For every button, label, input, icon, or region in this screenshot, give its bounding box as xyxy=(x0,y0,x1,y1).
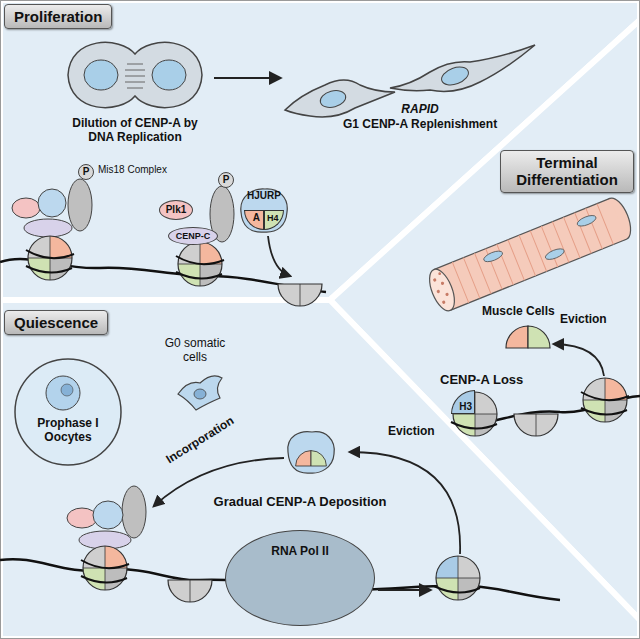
daughter-cells xyxy=(285,80,395,117)
muscle-fiber xyxy=(440,281,444,285)
panel-tab: Quiescence xyxy=(4,310,108,335)
transcription-arrow xyxy=(378,589,430,591)
text-label: Muscle Cells xyxy=(482,304,555,318)
phosphate-circle: P xyxy=(218,172,234,188)
muscle-fiber xyxy=(438,272,442,276)
polymerase-oval: RNA Pol II xyxy=(225,530,375,626)
text-label: CENP-A Loss xyxy=(440,372,523,388)
kinetochore-complex xyxy=(24,219,72,237)
text-label: Eviction xyxy=(560,312,607,326)
text-label: Dilution of CENP-A by DNA Replication xyxy=(65,116,205,145)
chaperone-blob: HJURP A H4 xyxy=(237,186,291,234)
node-text: A xyxy=(253,212,260,224)
node-text: Terminal Differentiation xyxy=(510,154,624,189)
somatic-cell xyxy=(194,389,206,399)
kinetochore-complex xyxy=(176,186,322,306)
nucleosome xyxy=(514,414,558,436)
nucleosome xyxy=(434,556,480,600)
panel-background xyxy=(0,300,640,639)
node-text: Proliferation xyxy=(14,8,102,25)
nucleosome xyxy=(506,326,550,348)
kinetochore-complex xyxy=(12,179,92,280)
muscle-fiber xyxy=(442,300,446,304)
muscle-fiber xyxy=(482,249,504,264)
node-text: P xyxy=(223,174,230,186)
oocyte-outline xyxy=(15,359,121,465)
kinetochore-complex xyxy=(93,501,123,529)
kinetochore-complex xyxy=(168,580,212,602)
node-text: Plk1 xyxy=(166,204,187,216)
node-text: P xyxy=(83,166,90,178)
daughter-cells xyxy=(318,88,347,110)
dividing-cell xyxy=(84,60,118,90)
panel-tab: Proliferation xyxy=(4,4,112,29)
text-label: Eviction xyxy=(388,424,435,438)
node-text: CENP-C xyxy=(176,231,211,241)
node-text: H3 xyxy=(459,401,472,413)
kinetochore-complex xyxy=(26,236,74,280)
muscle-fiber xyxy=(433,278,437,282)
kinetochore-complex xyxy=(67,508,97,528)
dividing-cell xyxy=(68,42,202,107)
node-text: Quiescence xyxy=(14,314,98,331)
text-label: G0 somatic cells xyxy=(155,336,235,365)
muscle-fiber xyxy=(544,247,566,262)
kinetochore-complex xyxy=(38,189,66,217)
kinetochore-complex xyxy=(68,179,92,231)
daughter-cells xyxy=(285,45,535,117)
kinetochore-complex xyxy=(176,242,224,286)
daughter-cells xyxy=(439,64,471,89)
node-text: HJURP xyxy=(247,190,281,202)
kinetochore-complex xyxy=(278,284,322,306)
deposition-arrow xyxy=(268,236,290,276)
daughter-cells xyxy=(390,45,535,91)
somatic-cell xyxy=(178,376,222,410)
muscle-fiber xyxy=(452,204,613,303)
muscle-fiber xyxy=(424,266,459,314)
chaperone-complex xyxy=(288,432,334,473)
panel-tab: Terminal Differentiation xyxy=(500,150,634,193)
nucleosome xyxy=(434,556,480,600)
text-label: RAPID xyxy=(401,102,438,116)
somatic-cell xyxy=(178,376,222,410)
phosphate-circle: P xyxy=(78,164,94,180)
chaperone-outline xyxy=(241,189,287,232)
chaperone-complex xyxy=(296,451,327,466)
node-text: Prophase I Oocytes xyxy=(25,417,111,445)
muscle-fiber xyxy=(434,198,627,310)
protein-oval: CENP-C xyxy=(168,227,218,245)
node-text: RNA Pol II xyxy=(271,545,329,559)
dividing-cell xyxy=(152,60,186,90)
muscle-fiber xyxy=(445,292,449,296)
eviction-arrow xyxy=(554,344,604,376)
kinetochore-complex xyxy=(81,546,129,590)
text-label: Gradual CENP-A Deposition xyxy=(214,494,387,510)
muscle-fiber xyxy=(434,198,627,310)
muscle-fiber xyxy=(436,289,440,293)
kinetochore-complex xyxy=(122,486,146,538)
oocyte-nucleolus xyxy=(61,384,73,396)
nucleosome xyxy=(581,378,629,422)
oocyte-cell: Prophase I Oocytes xyxy=(13,357,123,467)
node-text: H4 xyxy=(267,213,279,223)
dividing-cell xyxy=(125,64,145,88)
text-label: G1 CENP-A Replenishment xyxy=(343,117,497,131)
process-arrow xyxy=(214,77,280,79)
kinetochore-complex xyxy=(12,198,40,218)
oocyte-outline xyxy=(13,357,123,467)
kinetochore-complex xyxy=(67,486,212,602)
dividing-cell xyxy=(68,42,202,107)
oocyte-nucleus xyxy=(46,376,80,410)
protein-oval: Plk1 xyxy=(159,200,193,220)
muscle-fiber xyxy=(424,195,635,314)
text-label: Mis18 Complex xyxy=(98,164,167,176)
muscle-fiber xyxy=(576,213,598,228)
chaperone-complex xyxy=(288,432,334,473)
